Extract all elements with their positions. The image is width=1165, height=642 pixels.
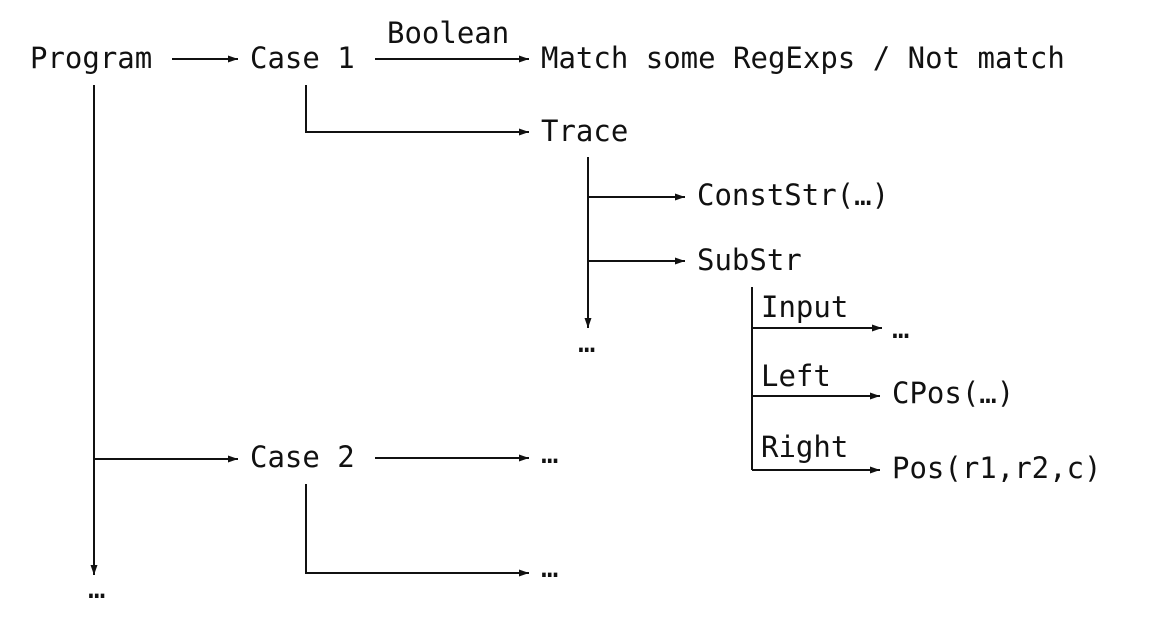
node-program: Program (30, 41, 152, 75)
node-trace-more: … (578, 325, 595, 359)
edge-label-left: Left (761, 359, 831, 393)
node-pos: Pos(r1,r2,c) (892, 451, 1102, 485)
node-match: Match some RegExps / Not match (541, 41, 1065, 75)
node-trace: Trace (541, 114, 628, 148)
node-cpos: CPos(…) (892, 376, 1014, 410)
node-substr: SubStr (697, 243, 802, 277)
edge-label-boolean: Boolean (387, 16, 509, 50)
node-conststr: ConstStr(…) (697, 178, 889, 212)
arrow-case-1-to-trace (305, 85, 529, 136)
arrow-case-2-to-target-2 (305, 484, 529, 577)
edge-label-input: Input (761, 290, 848, 324)
edge-label-right: Right (761, 430, 848, 464)
node-program-more: … (88, 571, 105, 605)
node-case2-target-2: … (541, 550, 558, 584)
node-case2-target-1: … (541, 436, 558, 470)
node-case-2: Case 2 (250, 440, 355, 474)
node-input-target: … (892, 311, 909, 345)
node-case-1: Case 1 (250, 41, 355, 75)
